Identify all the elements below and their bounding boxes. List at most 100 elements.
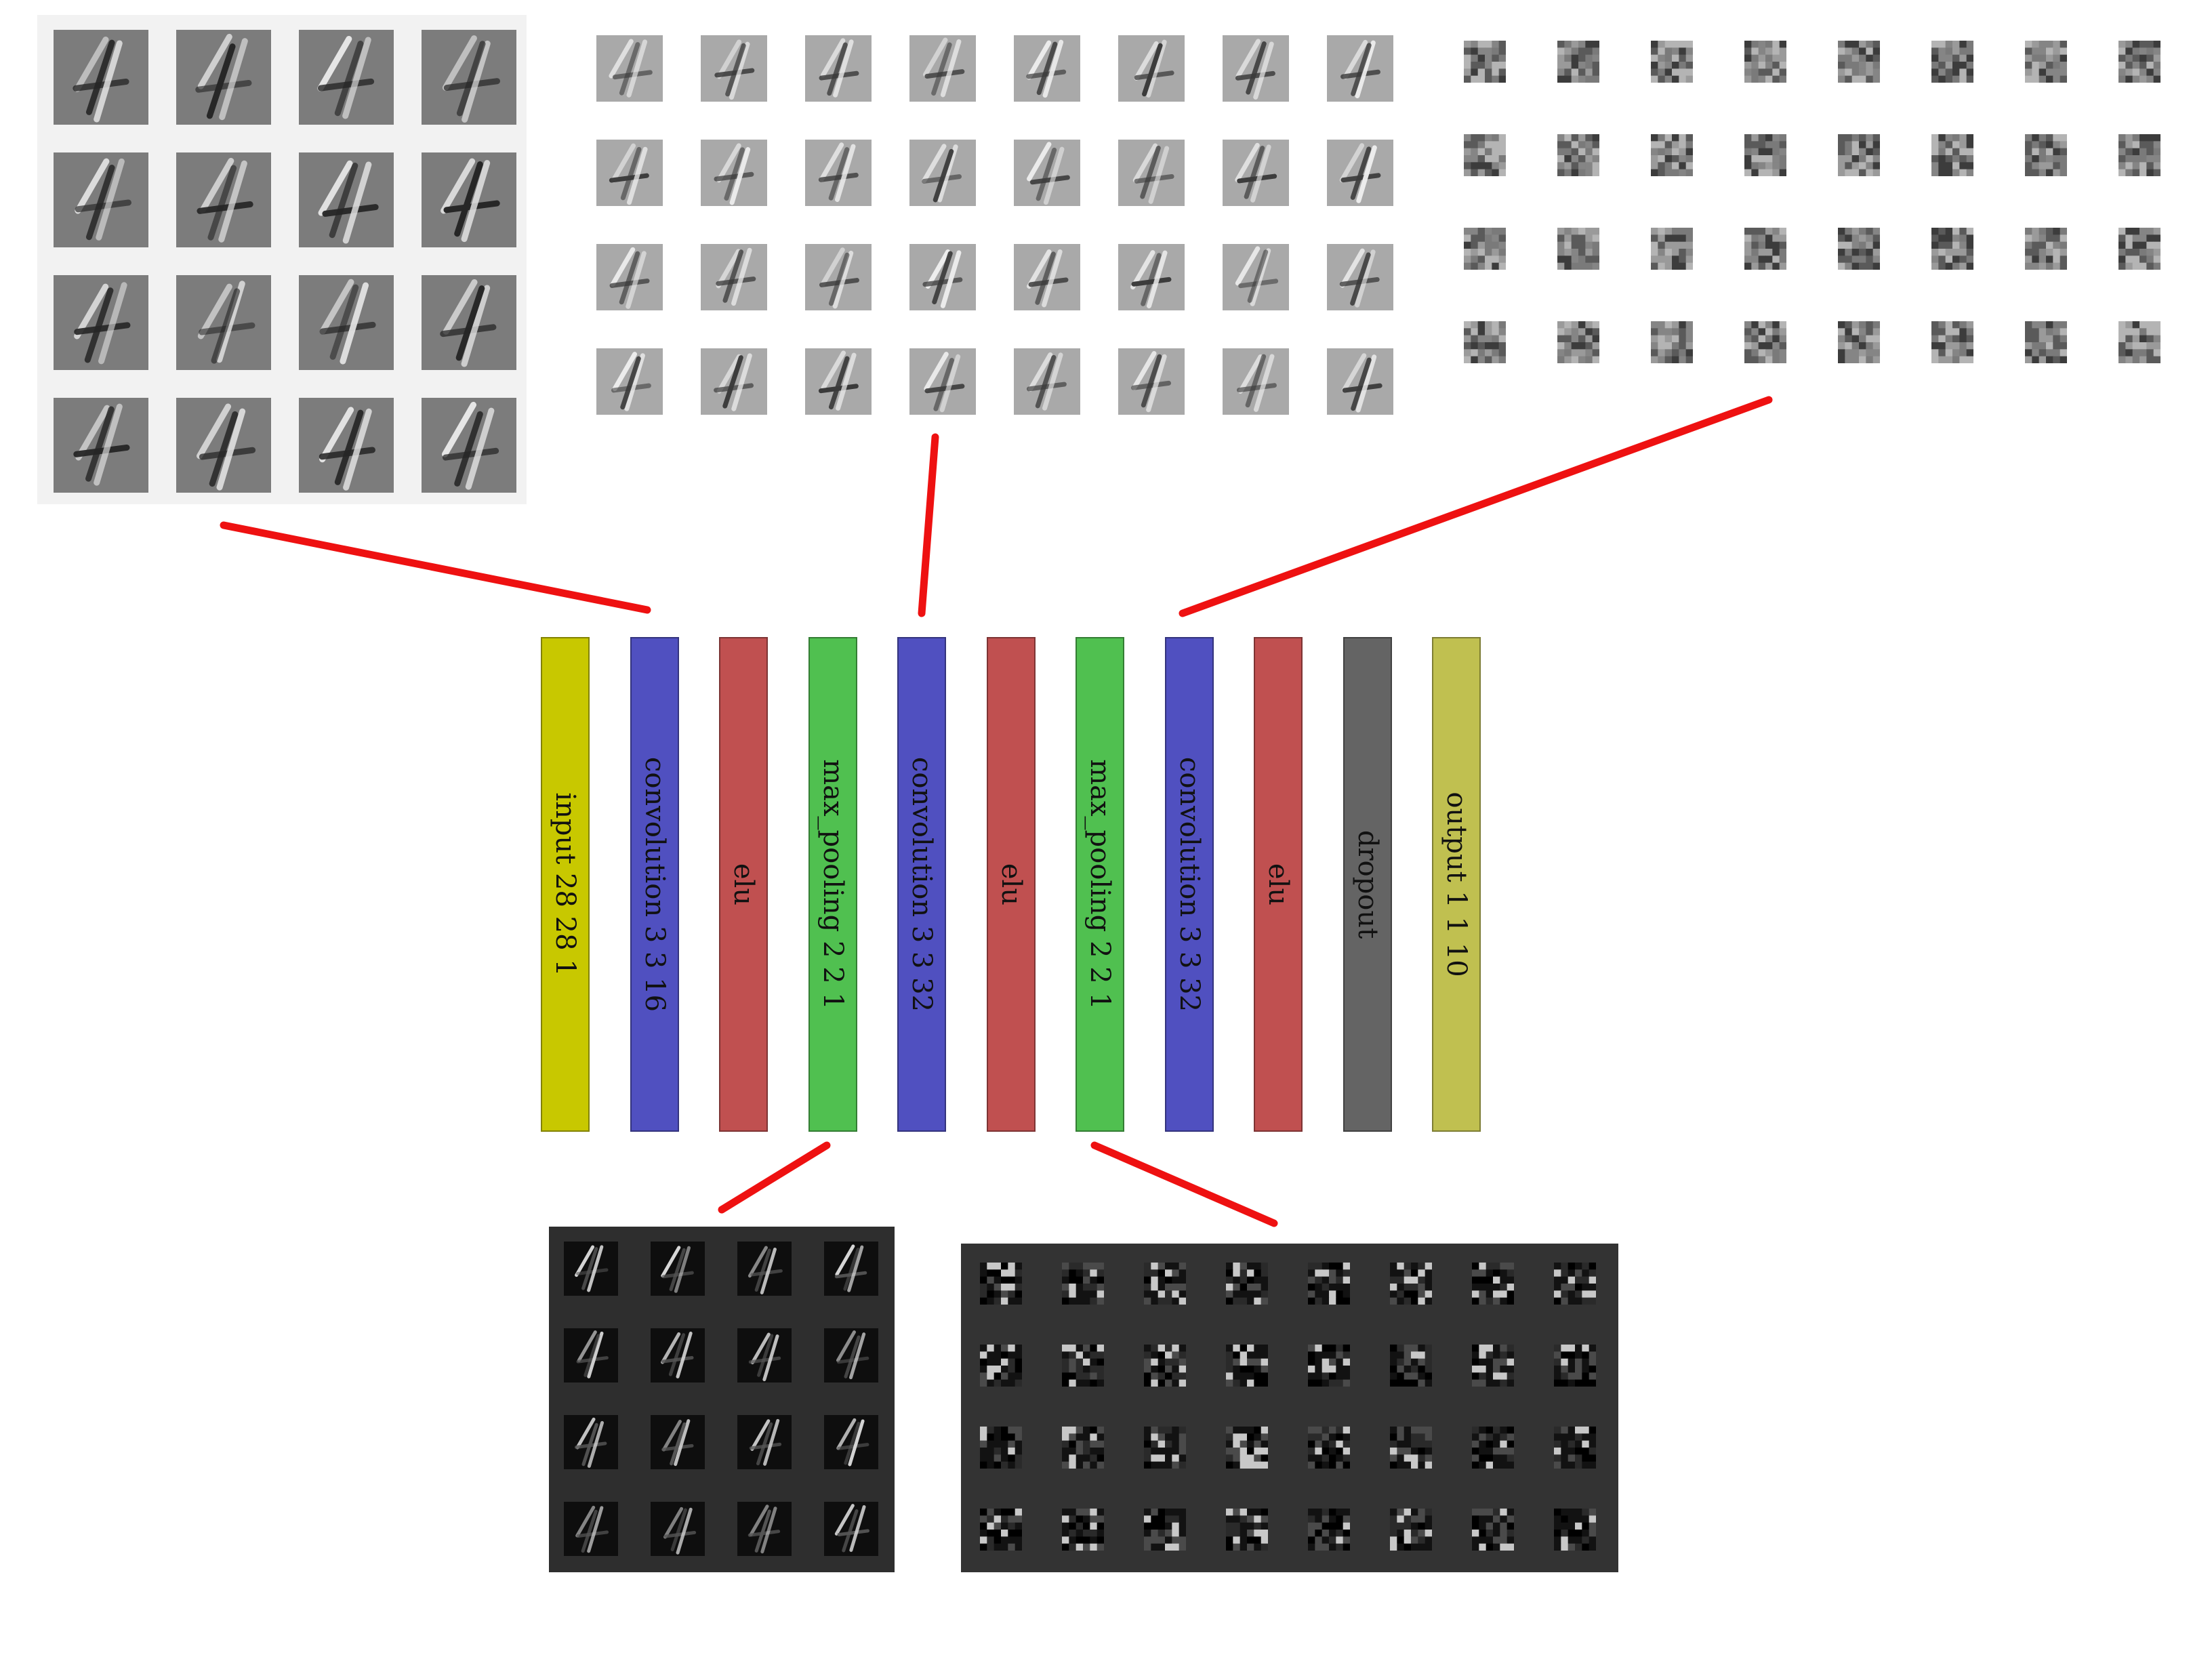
feature-map-tile xyxy=(1744,228,1786,270)
layer-label: convolution 3 3 32 xyxy=(1173,756,1205,1012)
feature-map-tile xyxy=(1744,321,1786,363)
feature-map-tile xyxy=(1472,1509,1514,1551)
feature-map-tile xyxy=(1390,1345,1432,1387)
feature-map-tile xyxy=(176,30,271,125)
feature-map-panel-conv1 xyxy=(37,15,527,504)
layer-dropout: dropout xyxy=(1343,637,1392,1132)
feature-map-image xyxy=(819,247,859,309)
feature-map-tile xyxy=(1651,321,1693,363)
feature-map-image xyxy=(1308,1509,1350,1551)
feature-map-tile xyxy=(909,348,976,415)
feature-map-tile xyxy=(299,398,394,493)
feature-map-image xyxy=(73,403,130,486)
feature-map-tile xyxy=(1014,244,1080,310)
feature-map-image xyxy=(1144,1427,1186,1469)
feature-map-tile xyxy=(1931,41,1973,83)
feature-map-image xyxy=(716,247,756,306)
layer-output: output 1 1 10 xyxy=(1432,637,1481,1132)
feature-map-tile xyxy=(1651,41,1693,83)
feature-map-tile xyxy=(1554,1345,1596,1387)
layer-elu3: elu xyxy=(1254,637,1303,1132)
feature-map-tile xyxy=(824,1242,878,1296)
feature-map-tile xyxy=(596,348,663,415)
feature-map-image xyxy=(1062,1427,1104,1469)
feature-map-tile xyxy=(1144,1263,1186,1305)
feature-map-image xyxy=(1134,39,1174,98)
feature-map-image xyxy=(1026,352,1067,411)
feature-map-tile xyxy=(737,1502,792,1556)
feature-map-image xyxy=(1308,1345,1350,1387)
feature-map-image xyxy=(980,1427,1022,1469)
feature-map-image xyxy=(1226,1509,1268,1551)
feature-map-image xyxy=(1651,321,1693,363)
feature-map-image xyxy=(1744,321,1786,363)
feature-map-image xyxy=(317,36,375,119)
feature-map-tile xyxy=(1472,1345,1514,1387)
feature-map-tile xyxy=(980,1263,1022,1305)
feature-map-image xyxy=(1237,354,1277,412)
feature-map-image xyxy=(1472,1345,1514,1387)
feature-map-image xyxy=(1062,1345,1104,1387)
feature-map-image xyxy=(195,33,252,121)
feature-map-tile xyxy=(701,35,767,102)
feature-map-image xyxy=(1132,143,1174,204)
feature-map-tile xyxy=(805,244,872,310)
feature-map-tile xyxy=(422,275,516,370)
feature-map-tile xyxy=(2118,134,2160,176)
layer-conv1: convolution 3 3 16 xyxy=(630,637,679,1132)
feature-map-image xyxy=(2025,321,2067,363)
feature-map-image xyxy=(1390,1263,1432,1305)
feature-map-image xyxy=(1838,228,1880,270)
feature-map-tile xyxy=(422,30,516,125)
feature-map-image xyxy=(1226,1263,1268,1305)
feature-map-image xyxy=(1390,1345,1432,1387)
feature-map-image xyxy=(1651,228,1693,270)
feature-map-tile xyxy=(1014,140,1080,206)
feature-map-tile xyxy=(805,140,872,206)
feature-map-tile xyxy=(1118,348,1185,415)
feature-map-tile xyxy=(1308,1509,1350,1551)
connector-line xyxy=(718,1141,831,1214)
feature-map-tile xyxy=(564,1328,618,1382)
feature-map-image xyxy=(1931,41,1973,83)
feature-map-image xyxy=(1557,134,1599,176)
feature-map-image xyxy=(196,403,256,491)
feature-map-tile xyxy=(1557,134,1599,176)
feature-map-image xyxy=(1144,1345,1186,1387)
feature-map-image xyxy=(441,158,500,243)
feature-map-image xyxy=(1026,39,1067,98)
feature-map-tile xyxy=(1557,321,1599,363)
feature-map-image xyxy=(1130,250,1172,308)
feature-map-image xyxy=(714,143,754,205)
feature-map-tile xyxy=(1838,41,1880,83)
feature-map-image xyxy=(1744,41,1786,83)
layer-label: max_pooling 2 2 1 xyxy=(1084,759,1115,1010)
feature-map-tile xyxy=(1226,1509,1268,1551)
feature-map-image xyxy=(2118,134,2160,176)
feature-map-image xyxy=(2025,41,2067,83)
feature-map-tile xyxy=(1838,321,1880,363)
layer-label: elu xyxy=(1263,863,1294,906)
feature-map-tile xyxy=(980,1509,1022,1551)
feature-map-image xyxy=(1931,228,1973,270)
layer-label: max_pooling 2 2 1 xyxy=(817,759,848,1010)
feature-map-tile xyxy=(1651,228,1693,270)
feature-map-image xyxy=(834,1244,867,1292)
feature-map-tile xyxy=(824,1415,878,1469)
feature-map-image xyxy=(2118,228,2160,270)
feature-map-image xyxy=(714,353,754,411)
feature-map-image xyxy=(1472,1427,1514,1469)
feature-map-panel-conv3 xyxy=(1457,27,2175,380)
feature-map-image xyxy=(73,37,129,123)
feature-map-image xyxy=(1235,246,1279,306)
feature-map-tile xyxy=(1327,244,1393,310)
connector-line xyxy=(1179,396,1773,617)
feature-map-image xyxy=(980,1263,1022,1305)
feature-map-tile xyxy=(564,1415,618,1469)
feature-map-tile xyxy=(2025,41,2067,83)
feature-map-image xyxy=(747,1504,781,1554)
feature-map-image xyxy=(1340,39,1380,99)
layer-elu1: elu xyxy=(719,637,768,1132)
feature-map-tile xyxy=(909,35,976,102)
layer-input: input 28 28 1 xyxy=(541,637,590,1132)
